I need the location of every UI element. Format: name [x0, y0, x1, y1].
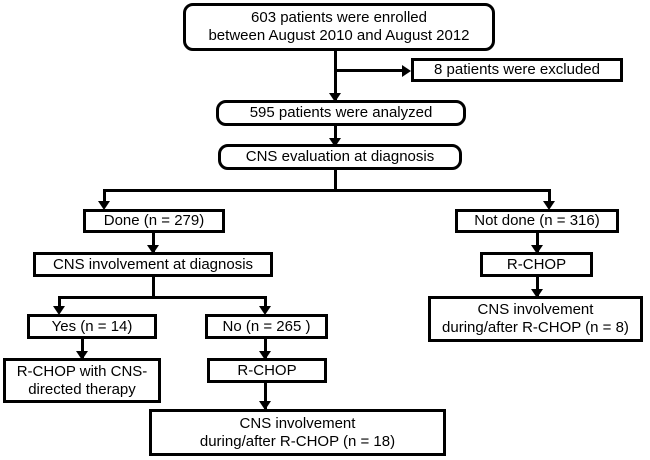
- node-done: Done (n = 279): [83, 209, 225, 233]
- arrowhead-split-to-no: [259, 306, 271, 315]
- arrowhead-split-to-done: [98, 201, 110, 210]
- connector-split-to-yes: [58, 296, 61, 310]
- node-cns-after-rchop-mid: CNS involvement during/after R-CHOP (n =…: [149, 409, 446, 456]
- arrowhead-split-to-yes: [53, 306, 65, 315]
- connector-enrolled-to-excluded: [334, 69, 406, 72]
- arrowhead-not-done-to-rchop: [531, 245, 543, 254]
- connector-split-to-no: [264, 296, 267, 310]
- node-rchop-right: R-CHOP: [480, 252, 593, 277]
- connector-cns-involvement-stem: [152, 277, 155, 299]
- connector-cns-eval-stem: [334, 170, 337, 192]
- node-rchop-with-cns-directed-therapy: R-CHOP with CNS- directed therapy: [3, 358, 161, 403]
- arrowhead-yes-to-rchop-cns: [76, 351, 88, 360]
- arrowhead-rchop-mid-to-outcome: [259, 401, 271, 410]
- node-cns-after-rchop-right: CNS involvement during/after R-CHOP (n =…: [428, 296, 643, 342]
- connector-split-to-done: [103, 189, 106, 205]
- arrowhead-analyzed-to-cns-eval: [329, 138, 341, 147]
- node-excluded: 8 patients were excluded: [411, 58, 623, 82]
- node-no: No (n = 265 ): [205, 314, 328, 339]
- arrowhead-no-to-rchop-mid: [259, 351, 271, 360]
- node-yes: Yes (n = 14): [27, 314, 157, 339]
- connector-split-to-not-done: [548, 189, 551, 205]
- connector-no-to-rchop-mid: [264, 339, 267, 359]
- connector-done-to-cns-involvement: [152, 233, 155, 253]
- node-analyzed: 595 patients were analyzed: [216, 100, 466, 126]
- node-rchop-mid: R-CHOP: [207, 358, 327, 383]
- connector-enrolled-to-analyzed: [334, 51, 337, 101]
- connector-rchop-mid-to-outcome: [264, 383, 267, 409]
- arrowhead-split-to-not-done: [543, 201, 555, 210]
- node-enrolled: 603 patients were enrolled between Augus…: [183, 3, 495, 51]
- connector-cns-eval-split-bar: [103, 189, 551, 192]
- arrowhead-enrolled-to-analyzed: [329, 93, 341, 102]
- arrowhead-rchop-right-to-outcome: [531, 289, 543, 298]
- node-not-done: Not done (n = 316): [455, 209, 619, 233]
- connector-cns-involvement-split-bar: [58, 296, 267, 299]
- connector-analyzed-to-cns-eval: [334, 126, 337, 146]
- arrowhead-done-to-cns-involvement: [147, 245, 159, 254]
- node-cns-evaluation: CNS evaluation at diagnosis: [218, 144, 462, 170]
- arrowhead-enrolled-to-excluded: [402, 65, 411, 77]
- connector-yes-to-rchop-cns: [81, 339, 84, 359]
- connector-not-done-to-rchop: [536, 233, 539, 253]
- node-cns-involvement-at-diagnosis: CNS involvement at diagnosis: [33, 252, 273, 277]
- connector-rchop-right-to-outcome: [536, 277, 539, 297]
